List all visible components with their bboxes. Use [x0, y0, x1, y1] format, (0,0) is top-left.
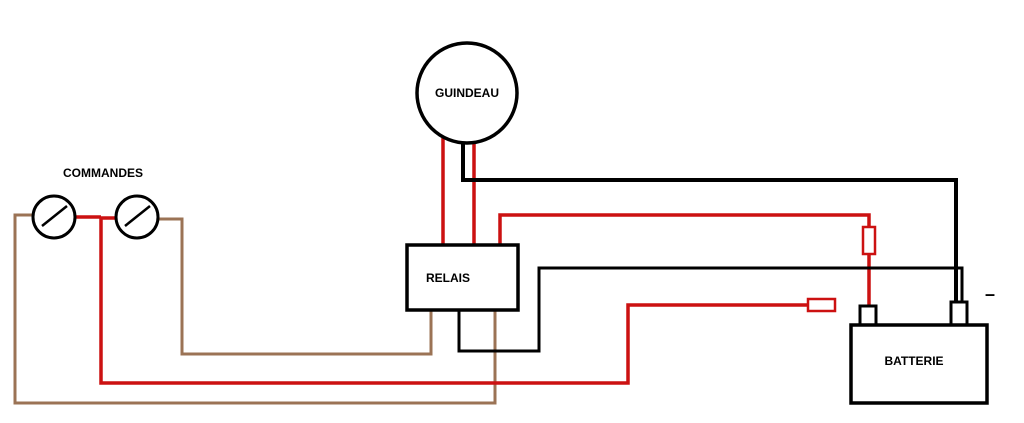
- switch-2-contact: [124, 205, 151, 227]
- negative-wire-winch-to-battery: [461, 144, 958, 301]
- relay-box: [405, 243, 520, 312]
- battery-box: [849, 323, 989, 405]
- control-switches: COMMANDES: [31, 166, 160, 240]
- positive-wires: [76, 138, 871, 385]
- controls-label: COMMANDES: [63, 166, 143, 180]
- switch-2: [114, 194, 160, 240]
- battery: BATTERIE –: [849, 284, 995, 405]
- fuse-vertical: [861, 225, 877, 256]
- control-wire-relay-to-switch2: [157, 217, 433, 356]
- winch-motor: GUINDEAU: [415, 41, 519, 145]
- negative-wire-relay-to-battery: [457, 266, 964, 353]
- control-wire-switch1-to-relay: [13, 213, 497, 405]
- winch-label: GUINDEAU: [435, 86, 499, 100]
- negative-wires: [457, 144, 964, 353]
- control-wires: [13, 213, 497, 405]
- relay: RELAIS: [405, 243, 520, 312]
- switch-1-contact: [41, 205, 68, 227]
- switch-1: [31, 194, 77, 240]
- battery-negative-sign: –: [985, 284, 995, 304]
- positive-wire-relay-to-battery: [498, 213, 871, 306]
- positive-wire-switch-feed: [99, 216, 810, 385]
- winch-motor-circle: [415, 41, 519, 145]
- battery-negative-terminal: [949, 300, 969, 327]
- fuse-horizontal: [806, 297, 837, 313]
- battery-positive-terminal: [858, 304, 878, 327]
- battery-label: BATTERIE: [884, 354, 943, 368]
- relay-label: RELAIS: [426, 271, 470, 285]
